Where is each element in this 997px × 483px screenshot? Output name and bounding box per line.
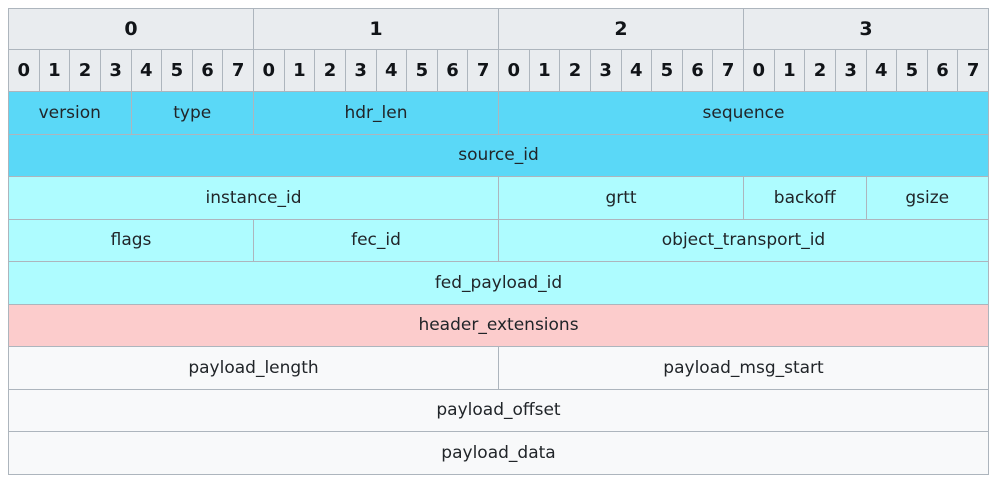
bit-offset-label-14: 6 bbox=[436, 49, 469, 92]
bit-offset-label-17: 1 bbox=[528, 49, 561, 92]
bit-offset-label-21: 5 bbox=[651, 49, 683, 92]
packet-field-row: payload_data bbox=[8, 431, 989, 475]
bit-offset-label-8: 0 bbox=[253, 49, 285, 92]
field-sequence: sequence bbox=[498, 91, 989, 135]
bit-offset-label-6: 6 bbox=[191, 49, 224, 92]
bit-offset-label-28: 4 bbox=[865, 49, 898, 92]
packet-field-row: source_id bbox=[8, 133, 989, 177]
bit-offset-label-7: 7 bbox=[222, 49, 254, 92]
bit-offset-label-2: 2 bbox=[69, 49, 101, 92]
bit-offset-label-30: 6 bbox=[926, 49, 959, 92]
field-grtt: grtt bbox=[498, 176, 744, 220]
field-backoff: backoff bbox=[743, 176, 867, 220]
field-payload-length: payload_length bbox=[8, 346, 499, 390]
byte-offset-label-3: 3 bbox=[743, 8, 989, 50]
byte-offset-label-2: 2 bbox=[498, 8, 744, 50]
bit-offset-label-22: 6 bbox=[681, 49, 714, 92]
bit-offset-label-26: 2 bbox=[804, 49, 836, 92]
bit-offset-label-31: 7 bbox=[957, 49, 989, 92]
bit-offset-label-24: 0 bbox=[743, 49, 775, 92]
bit-offset-label-9: 1 bbox=[283, 49, 316, 92]
bit-offset-label-11: 3 bbox=[344, 49, 377, 92]
bit-offset-label-20: 4 bbox=[620, 49, 653, 92]
field-payload-data: payload_data bbox=[8, 431, 989, 475]
field-payload-offset: payload_offset bbox=[8, 388, 989, 432]
bit-offset-label-3: 3 bbox=[99, 49, 132, 92]
packet-field-row: header_extensions bbox=[8, 303, 989, 347]
bit-offset-label-4: 4 bbox=[130, 49, 163, 92]
field-instance-id: instance_id bbox=[8, 176, 499, 220]
bit-offset-label-19: 3 bbox=[589, 49, 622, 92]
field-gsize: gsize bbox=[865, 176, 989, 220]
packet-field-row: fed_payload_id bbox=[8, 261, 989, 305]
field-object-transport-id: object_transport_id bbox=[498, 218, 989, 262]
bit-offset-label-0: 0 bbox=[8, 49, 40, 92]
bit-offset-label-16: 0 bbox=[498, 49, 530, 92]
field-payload-msg-start: payload_msg_start bbox=[498, 346, 989, 390]
field-flags: flags bbox=[8, 218, 254, 262]
bit-offset-label-27: 3 bbox=[834, 49, 867, 92]
bit-offset-label-23: 7 bbox=[712, 49, 744, 92]
byte-offset-label-1: 1 bbox=[253, 8, 499, 50]
field-source-id: source_id bbox=[8, 133, 989, 177]
packet-field-row: payload_offset bbox=[8, 388, 989, 432]
field-fec-id: fec_id bbox=[253, 218, 499, 262]
bit-offset-label-5: 5 bbox=[161, 49, 193, 92]
field-header-extensions: header_extensions bbox=[8, 303, 989, 347]
bit-offset-label-13: 5 bbox=[406, 49, 438, 92]
bit-offset-label-25: 1 bbox=[773, 49, 806, 92]
field-type: type bbox=[130, 91, 254, 135]
bit-offset-label-12: 4 bbox=[375, 49, 408, 92]
bit-offset-label-15: 7 bbox=[467, 49, 499, 92]
field-hdr-len: hdr_len bbox=[253, 91, 499, 135]
field-version: version bbox=[8, 91, 132, 135]
bit-offset-label-18: 2 bbox=[559, 49, 591, 92]
byte-offset-label-0: 0 bbox=[8, 8, 254, 50]
bit-offset-label-29: 5 bbox=[896, 49, 928, 92]
bit-offset-label-10: 2 bbox=[314, 49, 346, 92]
bit-offset-label-1: 1 bbox=[38, 49, 71, 92]
field-fed-payload-id: fed_payload_id bbox=[8, 261, 989, 305]
